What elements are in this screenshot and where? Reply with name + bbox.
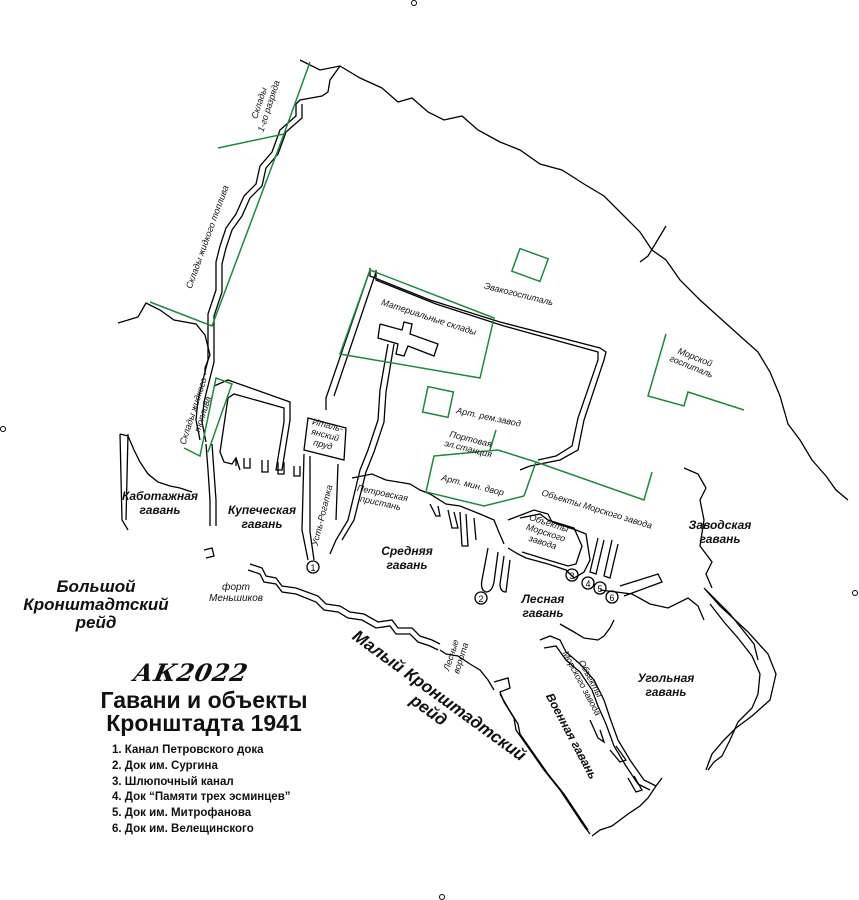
voennaya-harbor [493, 619, 663, 837]
label-art-min-dvor: Арт. мин. двор [439, 472, 505, 497]
label-big-road-line2: Кронштадтский [23, 595, 169, 614]
label-kabotazhnaya-line1: Каботажная [122, 489, 198, 503]
italian-pond [301, 417, 347, 561]
lesnaya-piers [507, 509, 705, 621]
author-mark: АК2022 [130, 658, 252, 687]
corner-dot-bottom [439, 894, 445, 900]
label-srednyaya-line1: Средняя [381, 544, 433, 558]
label-art-rem-zavod: Арт. рем.завод [455, 405, 522, 429]
sklady-toplivo-outline [149, 133, 285, 327]
legend-block: АК2022 Гавани и объекты Кронштадта 1941 … [84, 658, 364, 838]
legend-item: 5. Док им. Митрофанова [112, 807, 252, 820]
dock-1-label: 1 [310, 563, 315, 573]
label-ugolnaya-line2: гавань [645, 685, 686, 699]
sklady-toplivo-2-outline [183, 376, 233, 458]
map-title-line1: Гавани и объекты [100, 687, 308, 713]
art-min-dvor-outline [425, 449, 537, 507]
label-evakogospital: Эвакогоспиталь [483, 281, 554, 308]
road-network [119, 104, 303, 531]
label-zavodskaya-line2: гавань [699, 532, 740, 546]
label-kabotazhnaya-line2: гавань [139, 503, 180, 517]
materialnye-sklady-outline [338, 269, 495, 379]
obekty-mz-outline [535, 461, 653, 501]
label-kupecheskaya-line1: Купеческая [228, 503, 296, 517]
label-srednyaya-line2: гавань [386, 558, 427, 572]
green-objects [149, 61, 745, 507]
label-zavodskaya-line1: Заводская [689, 518, 752, 532]
label-ust-rogatka: Усть-Рогатка [309, 484, 334, 548]
label-fort-line2: Меньшиков [209, 593, 263, 604]
label-italyansky-prud-line3: пруд [312, 437, 333, 451]
legend-item: 6. Док им. Велещинского [112, 822, 254, 835]
legend-item: 4. Док “Памяти трех эсминцев” [112, 791, 291, 804]
label-lesnaya-line2: гавань [522, 606, 563, 620]
kupecheskaya-piers [213, 379, 301, 477]
portovaya-elstanciya-outline [489, 429, 497, 451]
legend-item: 1. Канал Петровского дока [112, 744, 264, 756]
label-small-road-line1: Малый Кронштадтский [349, 626, 530, 765]
coastline [117, 59, 849, 771]
morskoy-zavod-enclosure [325, 268, 607, 555]
dock-5-label: 5 [597, 584, 602, 594]
srednyaya-piers [351, 473, 511, 593]
label-materialnye-sklady: Материальные склады [380, 297, 478, 337]
south-shore [203, 547, 495, 691]
dock-3-label: 3 [569, 571, 574, 581]
label-kupecheskaya-line2: гавань [241, 517, 282, 531]
morskoy-gospital-outline [647, 333, 745, 411]
corner-dot-right [852, 590, 858, 596]
label-lesnaya-line1: Лесная [521, 592, 565, 606]
dock-legend-list: 1. Канал Петровского дока 2. Док им. Сур… [112, 743, 364, 838]
dock-6-label: 6 [609, 593, 614, 603]
legend-item: 3. Шлюпочный канал [112, 775, 234, 788]
dock-4-label: 4 [585, 579, 590, 589]
corner-dot-left [0, 426, 6, 432]
art-rem-zavod-box [421, 385, 455, 419]
corner-dot-top [411, 0, 417, 6]
label-ugolnaya-line1: Угольная [638, 671, 695, 685]
label-big-road-line3: рейд [75, 613, 117, 632]
legend-item: 2. Док им. Сургина [112, 759, 218, 772]
map-title-line2: Кронштадта 1941 [106, 710, 302, 736]
map-title: Гавани и объекты Кронштадта 1941 [84, 689, 324, 735]
label-fort-line1: форт [222, 581, 250, 593]
evakogospital-box [510, 247, 550, 283]
label-big-road-line1: Большой [57, 577, 137, 596]
dock-2-label: 2 [478, 594, 483, 604]
dock-markers: 1 2 3 4 5 6 [306, 560, 619, 605]
